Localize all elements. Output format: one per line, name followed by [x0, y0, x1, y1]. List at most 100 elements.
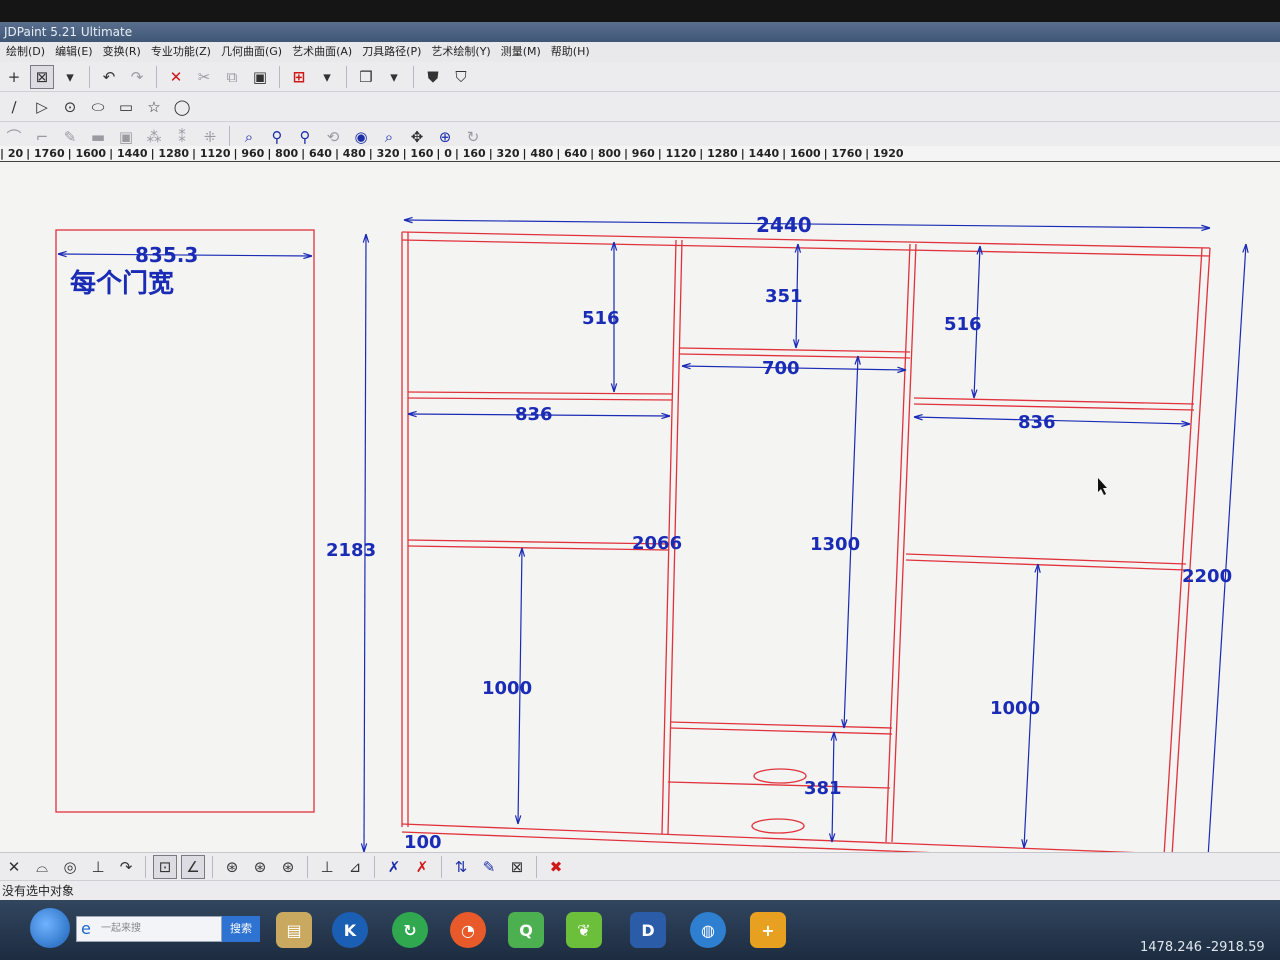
trim-icon[interactable]: ✎ — [63, 127, 77, 146]
dropdown-arrow-icon[interactable]: ▾ — [323, 67, 331, 86]
snap-center-icon[interactable]: ⊡ — [153, 854, 177, 879]
snap-perpendicular-icon[interactable]: ⊥ — [91, 857, 105, 876]
left-top-compartment-dimension-arrow — [610, 241, 618, 251]
snap-cross-icon[interactable]: ✕ — [7, 857, 21, 876]
left-lower-shelf — [407, 539, 669, 545]
start-button-icon[interactable] — [30, 908, 70, 948]
toolbar-separator — [307, 855, 308, 878]
menu-item-1[interactable]: 编辑(E) — [55, 45, 93, 58]
zoom-all-icon[interactable]: ⊕ — [438, 127, 452, 146]
crosshair-icon[interactable]: + — [7, 67, 21, 86]
ellipse-icon[interactable]: ⬭ — [91, 97, 105, 116]
right-shelf — [913, 397, 1195, 405]
select-box-icon[interactable]: ⊠ — [30, 64, 54, 89]
frame-icon[interactable]: ▣ — [118, 127, 134, 146]
align-bottom-icon[interactable]: ⊥ — [320, 857, 334, 876]
curve-edit-icon[interactable]: ⌒ — [6, 128, 22, 146]
snap-angle-icon[interactable]: ∠ — [181, 854, 205, 879]
cad-drawing[interactable]: 835.3 每个门宽 2440 2183 2200 516 836 351 70… — [0, 162, 1280, 852]
node-cross-a-icon[interactable]: ✗ — [387, 857, 401, 876]
jdpaint-taskbar-icon[interactable]: D — [630, 912, 666, 948]
node-select-icon[interactable]: ⊠ — [510, 857, 524, 876]
refresh-icon[interactable]: ↻ — [466, 127, 480, 146]
polyline-icon[interactable]: ▷ — [36, 97, 48, 116]
redo-icon[interactable]: ↷ — [130, 67, 144, 86]
menu-item-7[interactable]: 艺术绘制(Y) — [431, 45, 491, 58]
taskbar-search-input[interactable]: e 一起来搜 — [76, 916, 222, 942]
undo-icon[interactable]: ↶ — [102, 67, 116, 86]
pan-icon[interactable]: ✥ — [410, 127, 424, 146]
menu-item-4[interactable]: 几何曲面(G) — [220, 45, 283, 58]
circle-center-icon[interactable]: ⊙ — [63, 97, 77, 116]
offset-icon[interactable]: ▬ — [90, 127, 106, 146]
leaf-app-icon[interactable]: ❦ — [566, 912, 602, 948]
zoom-previous-icon[interactable]: ⟲ — [326, 127, 340, 146]
paste-icon[interactable]: ▣ — [252, 67, 268, 86]
star-icon[interactable]: ☆ — [147, 97, 161, 116]
copy-icon[interactable]: ⧉ — [226, 67, 238, 86]
menu-item-5[interactable]: 艺术曲面(A) — [292, 45, 353, 58]
line-icon[interactable]: ∕ — [11, 97, 17, 116]
dropdown-arrow-icon[interactable]: ▾ — [66, 67, 74, 86]
plus-app-icon[interactable]: + — [750, 912, 786, 948]
globe-icon[interactable]: ◍ — [690, 912, 726, 948]
left-shelf-width-dimension-arrow — [661, 412, 671, 420]
app-window: JDPaint 5.21 Ultimate 绘制(D)编辑(E)变换(R)专业功… — [0, 22, 1280, 960]
cabinet-right-side — [1171, 247, 1211, 852]
group-icon[interactable]: ⁂ — [146, 127, 162, 146]
rectangle-icon[interactable]: ▭ — [118, 97, 134, 116]
file-manager-icon[interactable]: ▤ — [276, 912, 312, 948]
drawer-handle-lower — [751, 818, 805, 834]
ruler-tick-label: | 1600 — [67, 147, 107, 160]
menu-item-6[interactable]: 刀具路径(P) — [362, 45, 422, 58]
taskbar-search-button[interactable]: 搜索 — [222, 916, 260, 942]
chrome-icon[interactable]: ◔ — [450, 912, 486, 948]
zoom-window-icon[interactable]: ⌕ — [244, 127, 254, 146]
menu-item-0[interactable]: 绘制(D) — [6, 45, 46, 58]
circle-icon[interactable]: ◯ — [173, 97, 191, 116]
combine-icon[interactable]: ⁜ — [203, 127, 217, 146]
toolbar-separator — [145, 855, 146, 878]
snap-circle-icon[interactable]: ◎ — [63, 857, 77, 876]
iqiyi-icon[interactable]: Q — [508, 912, 544, 948]
left-height-dimension-arrow — [360, 843, 368, 852]
door-width-dimension-arrow — [57, 250, 67, 258]
grid-icon[interactable]: ⊞ — [292, 67, 306, 86]
layers-icon[interactable]: ❒ — [359, 67, 373, 86]
middle-hanging-dimension — [843, 355, 859, 729]
snap-grid-a-icon[interactable]: ⊛ — [225, 857, 239, 876]
snap-tangent-icon[interactable]: ↷ — [119, 857, 133, 876]
security-icon[interactable]: ↻ — [392, 912, 428, 948]
delete-icon[interactable]: ✕ — [169, 67, 183, 86]
menu-item-3[interactable]: 专业功能(Z) — [150, 45, 211, 58]
ungroup-icon[interactable]: ⁑ — [178, 127, 186, 146]
align-slant-icon[interactable]: ⊿ — [348, 857, 362, 876]
snap-grid-b-icon[interactable]: ⊛ — [253, 857, 267, 876]
close-icon[interactable]: ✖ — [549, 857, 563, 876]
node-cross-b-icon[interactable]: ✗ — [415, 857, 429, 876]
dropdown-arrow-icon[interactable]: ▾ — [390, 67, 398, 86]
toolbar-separator — [279, 65, 280, 88]
drawing-canvas[interactable]: 835.3 每个门宽 2440 2183 2200 516 836 351 70… — [0, 162, 1280, 852]
cut-icon[interactable]: ✂ — [197, 67, 211, 86]
node-edit-icon[interactable]: ⌐ — [35, 127, 49, 146]
node-move-icon[interactable]: ⇅ — [454, 857, 468, 876]
view-eye-icon[interactable]: ◉ — [354, 127, 368, 146]
menu-item-2[interactable]: 变换(R) — [102, 45, 141, 58]
menu-item-9[interactable]: 帮助(H) — [550, 45, 590, 58]
zoom-in-icon[interactable]: ⚲ — [271, 127, 283, 146]
main-toolbar: + ⊠ ▾ ↶ ↷ ✕ ✂ ⧉ ▣ ⊞ ▾ ❒ ▾ ⛊ ⛉ — [0, 62, 1280, 92]
drawer-divider — [667, 781, 891, 789]
menu-item-8[interactable]: 测量(M) — [500, 45, 541, 58]
middle-top-compartment-label: 351 — [765, 286, 803, 307]
zoom-out-icon[interactable]: ⚲ — [299, 127, 311, 146]
snap-arc-icon[interactable]: ⌓ — [36, 857, 48, 876]
toolbar-separator — [346, 65, 347, 88]
snap-grid-c-icon[interactable]: ⊛ — [281, 857, 295, 876]
shield-dark-icon[interactable]: ⛉ — [455, 67, 467, 86]
zoom-object-icon[interactable]: ⌕ — [384, 127, 394, 146]
kugou-icon[interactable]: K — [332, 912, 368, 948]
right-bottom-label: 1000 — [990, 698, 1040, 719]
node-pen-icon[interactable]: ✎ — [482, 857, 496, 876]
shield-icon[interactable]: ⛊ — [427, 67, 439, 86]
